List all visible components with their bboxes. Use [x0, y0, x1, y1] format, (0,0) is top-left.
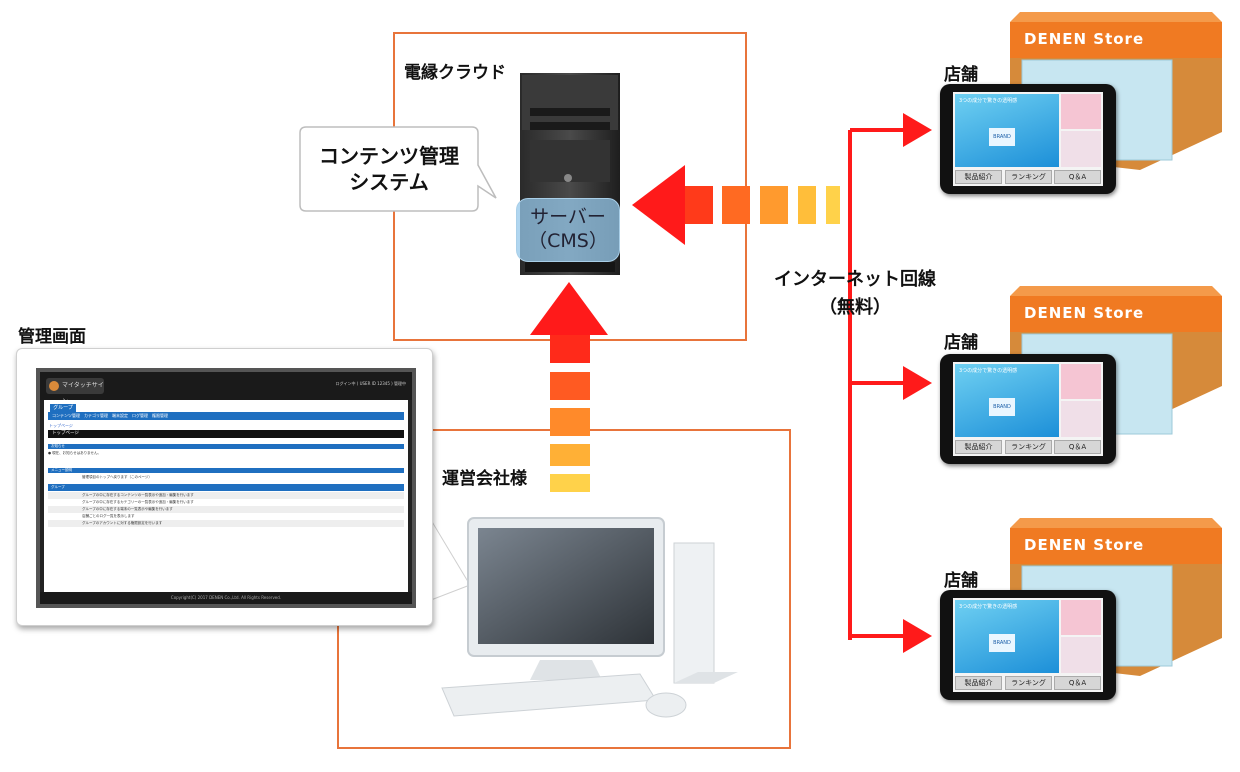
store-label-1: 店舗 — [944, 65, 978, 85]
cms-bubble-line-1: コンテンツ管理 — [319, 144, 459, 168]
cloud-label: 電縁クラウド — [404, 63, 506, 83]
admin-screen: マイタッチサイン ログイン中 ( USER ID 12345 ) 管理中 グルー… — [36, 368, 416, 608]
tablet-2-ad-title: 3つの成分で驚きの透明感 — [959, 368, 1018, 374]
tablet-2-button-qa[interactable]: Q＆A — [1054, 440, 1101, 454]
admin-section-title: トップページ — [48, 430, 404, 438]
tablet-3-ad-title: 3つの成分で驚きの透明感 — [959, 604, 1018, 610]
store-sign-1: DENEN Store — [1024, 30, 1145, 48]
tablet-3-button-qa[interactable]: Q＆A — [1054, 676, 1101, 690]
tablet-1-button-qa[interactable]: Q＆A — [1054, 170, 1101, 184]
store-sign-2: DENEN Store — [1024, 304, 1145, 322]
admin-row-1[interactable]: グループの中に存在するコンテンツの一覧表示や追加・編集を行います — [48, 492, 404, 499]
admin-logo: マイタッチサイン — [46, 378, 104, 405]
cms-line-1: サーバー — [530, 206, 606, 228]
arrow-store-3 — [903, 619, 932, 653]
tablet-2-button-products[interactable]: 製品紹介 — [955, 440, 1002, 454]
admin-body: グループ コンテンツ管理 カテゴリ管理 端末設定 ログ管理 権限管理 トップペー… — [44, 400, 408, 592]
tablet-1-side-bottom[interactable] — [1061, 131, 1101, 167]
tablet-3-ad[interactable]: 3つの成分で驚きの透明感 BRAND — [955, 600, 1059, 673]
admin-notice-header: お知らせ — [48, 444, 404, 449]
tablet-1: 3つの成分で驚きの透明感 BRAND 製品紹介 ランキング Q＆A — [940, 84, 1116, 194]
tablet-1-button-ranking[interactable]: ランキング — [1005, 170, 1052, 184]
tablet-2-button-ranking[interactable]: ランキング — [1005, 440, 1052, 454]
internet-line-1: インターネット回線 — [774, 269, 936, 290]
admin-menu-text: 管理項目のトップへ戻ります（このページ） — [82, 475, 152, 479]
internet-line-2: （無料） — [819, 297, 891, 318]
admin-row-2[interactable]: グループの中に存在するカテゴリーの一覧表示や追加・編集を行います — [82, 500, 194, 504]
cms-bubble — [299, 126, 497, 212]
tablet-2-ad[interactable]: 3つの成分で驚きの透明感 BRAND — [955, 364, 1059, 437]
tablet-3-screen: 3つの成分で驚きの透明感 BRAND 製品紹介 ランキング Q＆A — [953, 598, 1103, 692]
tablet-3: 3つの成分で驚きの透明感 BRAND 製品紹介 ランキング Q＆A — [940, 590, 1116, 700]
cms-bubble-text: コンテンツ管理 システム — [300, 143, 478, 195]
tablet-3-button-ranking[interactable]: ランキング — [1005, 676, 1052, 690]
cms-server-label: サーバー （CMS） — [516, 198, 620, 262]
admin-menu-header: メニュー説明 — [48, 468, 404, 473]
admin-footer: Copyright(C) 2017 DENEN Co.,Ltd. All Rig… — [40, 592, 412, 604]
tablet-2-side-bottom[interactable] — [1061, 401, 1101, 437]
internet-label: インターネット回線 （無料） — [750, 266, 960, 322]
tablet-3-brand: BRAND — [989, 634, 1015, 652]
admin-notice-text: ● 現在、お知らせはありません。 — [48, 451, 101, 455]
tablet-1-brand: BRAND — [989, 128, 1015, 146]
admin-row-3[interactable]: グループの中に存在する端末の一覧表示や編集を行います — [48, 506, 404, 513]
admin-breadcrumb[interactable]: トップページ — [49, 423, 73, 428]
tablet-2-screen: 3つの成分で驚きの透明感 BRAND 製品紹介 ランキング Q＆A — [953, 362, 1103, 456]
pc-illustration — [441, 517, 738, 718]
tablet-2-brand: BRAND — [989, 398, 1015, 416]
admin-tab-group[interactable]: グループ — [50, 404, 76, 412]
admin-header: マイタッチサイン ログイン中 ( USER ID 12345 ) 管理中 — [40, 372, 412, 405]
operator-box — [337, 429, 791, 749]
admin-screen-label: 管理画面 — [18, 327, 86, 347]
cms-line-2: （CMS） — [528, 230, 608, 252]
arrow-store-1 — [903, 113, 932, 147]
tablet-3-side-bottom[interactable] — [1061, 637, 1101, 673]
tablet-1-side-top[interactable] — [1061, 94, 1101, 129]
admin-row-5[interactable]: グループのアカウントに対する権限設定を行います — [48, 520, 404, 527]
arrow-operator-to-server — [530, 282, 608, 492]
store-sign-3: DENEN Store — [1024, 536, 1145, 554]
tablet-3-side-top[interactable] — [1061, 600, 1101, 635]
tablet-1-button-products[interactable]: 製品紹介 — [955, 170, 1002, 184]
tablet-2-side-top[interactable] — [1061, 364, 1101, 399]
tablet-1-ad[interactable]: 3つの成分で驚きの透明感 BRAND — [955, 94, 1059, 167]
admin-login-status: ログイン中 ( USER ID 12345 ) 管理中 — [335, 381, 406, 386]
store-label-2: 店舗 — [944, 333, 978, 353]
admin-group-header: グループ — [48, 484, 404, 491]
admin-row-4[interactable]: 店舗ごとのログ一覧を表示します — [82, 514, 135, 518]
arrow-internet-to-server — [632, 165, 840, 245]
admin-nav[interactable]: コンテンツ管理 カテゴリ管理 端末設定 ログ管理 権限管理 — [48, 412, 404, 420]
store-label-3: 店舗 — [944, 571, 978, 591]
tablet-3-button-products[interactable]: 製品紹介 — [955, 676, 1002, 690]
internet-lines — [848, 128, 905, 640]
arrow-store-2 — [903, 366, 932, 400]
admin-bubble-tail — [430, 518, 471, 601]
tablet-1-ad-title: 3つの成分で驚きの透明感 — [959, 98, 1018, 104]
cms-bubble-line-2: システム — [349, 170, 429, 194]
tablet-1-screen: 3つの成分で驚きの透明感 BRAND 製品紹介 ランキング Q＆A — [953, 92, 1103, 186]
tablet-2: 3つの成分で驚きの透明感 BRAND 製品紹介 ランキング Q＆A — [940, 354, 1116, 464]
operator-label: 運営会社様 — [442, 469, 527, 489]
